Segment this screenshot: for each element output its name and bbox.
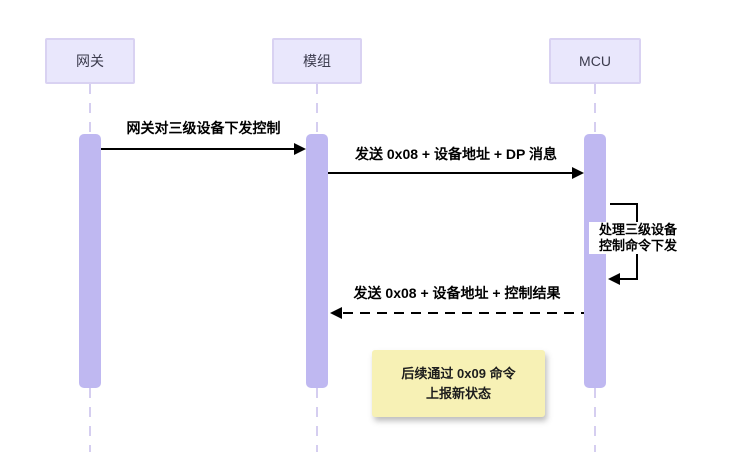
activation-mcu [584,134,606,388]
message-1-arrowhead-icon [294,143,306,155]
actor-gateway: 网关 [45,38,135,84]
note-box: 后续通过 0x09 命令 上报新状态 [372,350,545,417]
self-message-label-line1: 处理三级设备 [598,222,677,237]
actor-module-label: 模组 [303,53,331,69]
message-2-label: 发送 0x08 + 设备地址 + DP 消息 [354,146,558,162]
actor-module: 模组 [272,38,362,84]
actor-mcu: MCU [549,38,641,84]
activation-gateway [79,134,101,388]
self-message-label-line2: 控制命令下发 [598,238,677,253]
message-1-line [101,148,295,150]
self-message-top-line [610,203,638,205]
activation-module [306,134,328,388]
note-line2: 上报新状态 [425,385,491,401]
message-1-label: 网关对三级设备下发控制 [126,120,281,136]
actor-gateway-label: 网关 [76,53,104,69]
self-message-arrowhead-icon [608,273,620,285]
message-2-line [328,172,573,174]
message-2-arrowhead-icon [572,167,584,179]
note-line1: 后续通过 0x09 命令 [401,365,516,381]
self-message-bottom-line [620,278,638,280]
message-4-arrowhead-icon [330,307,342,319]
message-4-label: 发送 0x08 + 设备地址 + 控制结果 [353,285,561,301]
actor-mcu-label: MCU [579,53,611,69]
self-message-label: 处理三级设备 控制命令下发 [589,222,687,254]
message-4-line [343,312,584,314]
